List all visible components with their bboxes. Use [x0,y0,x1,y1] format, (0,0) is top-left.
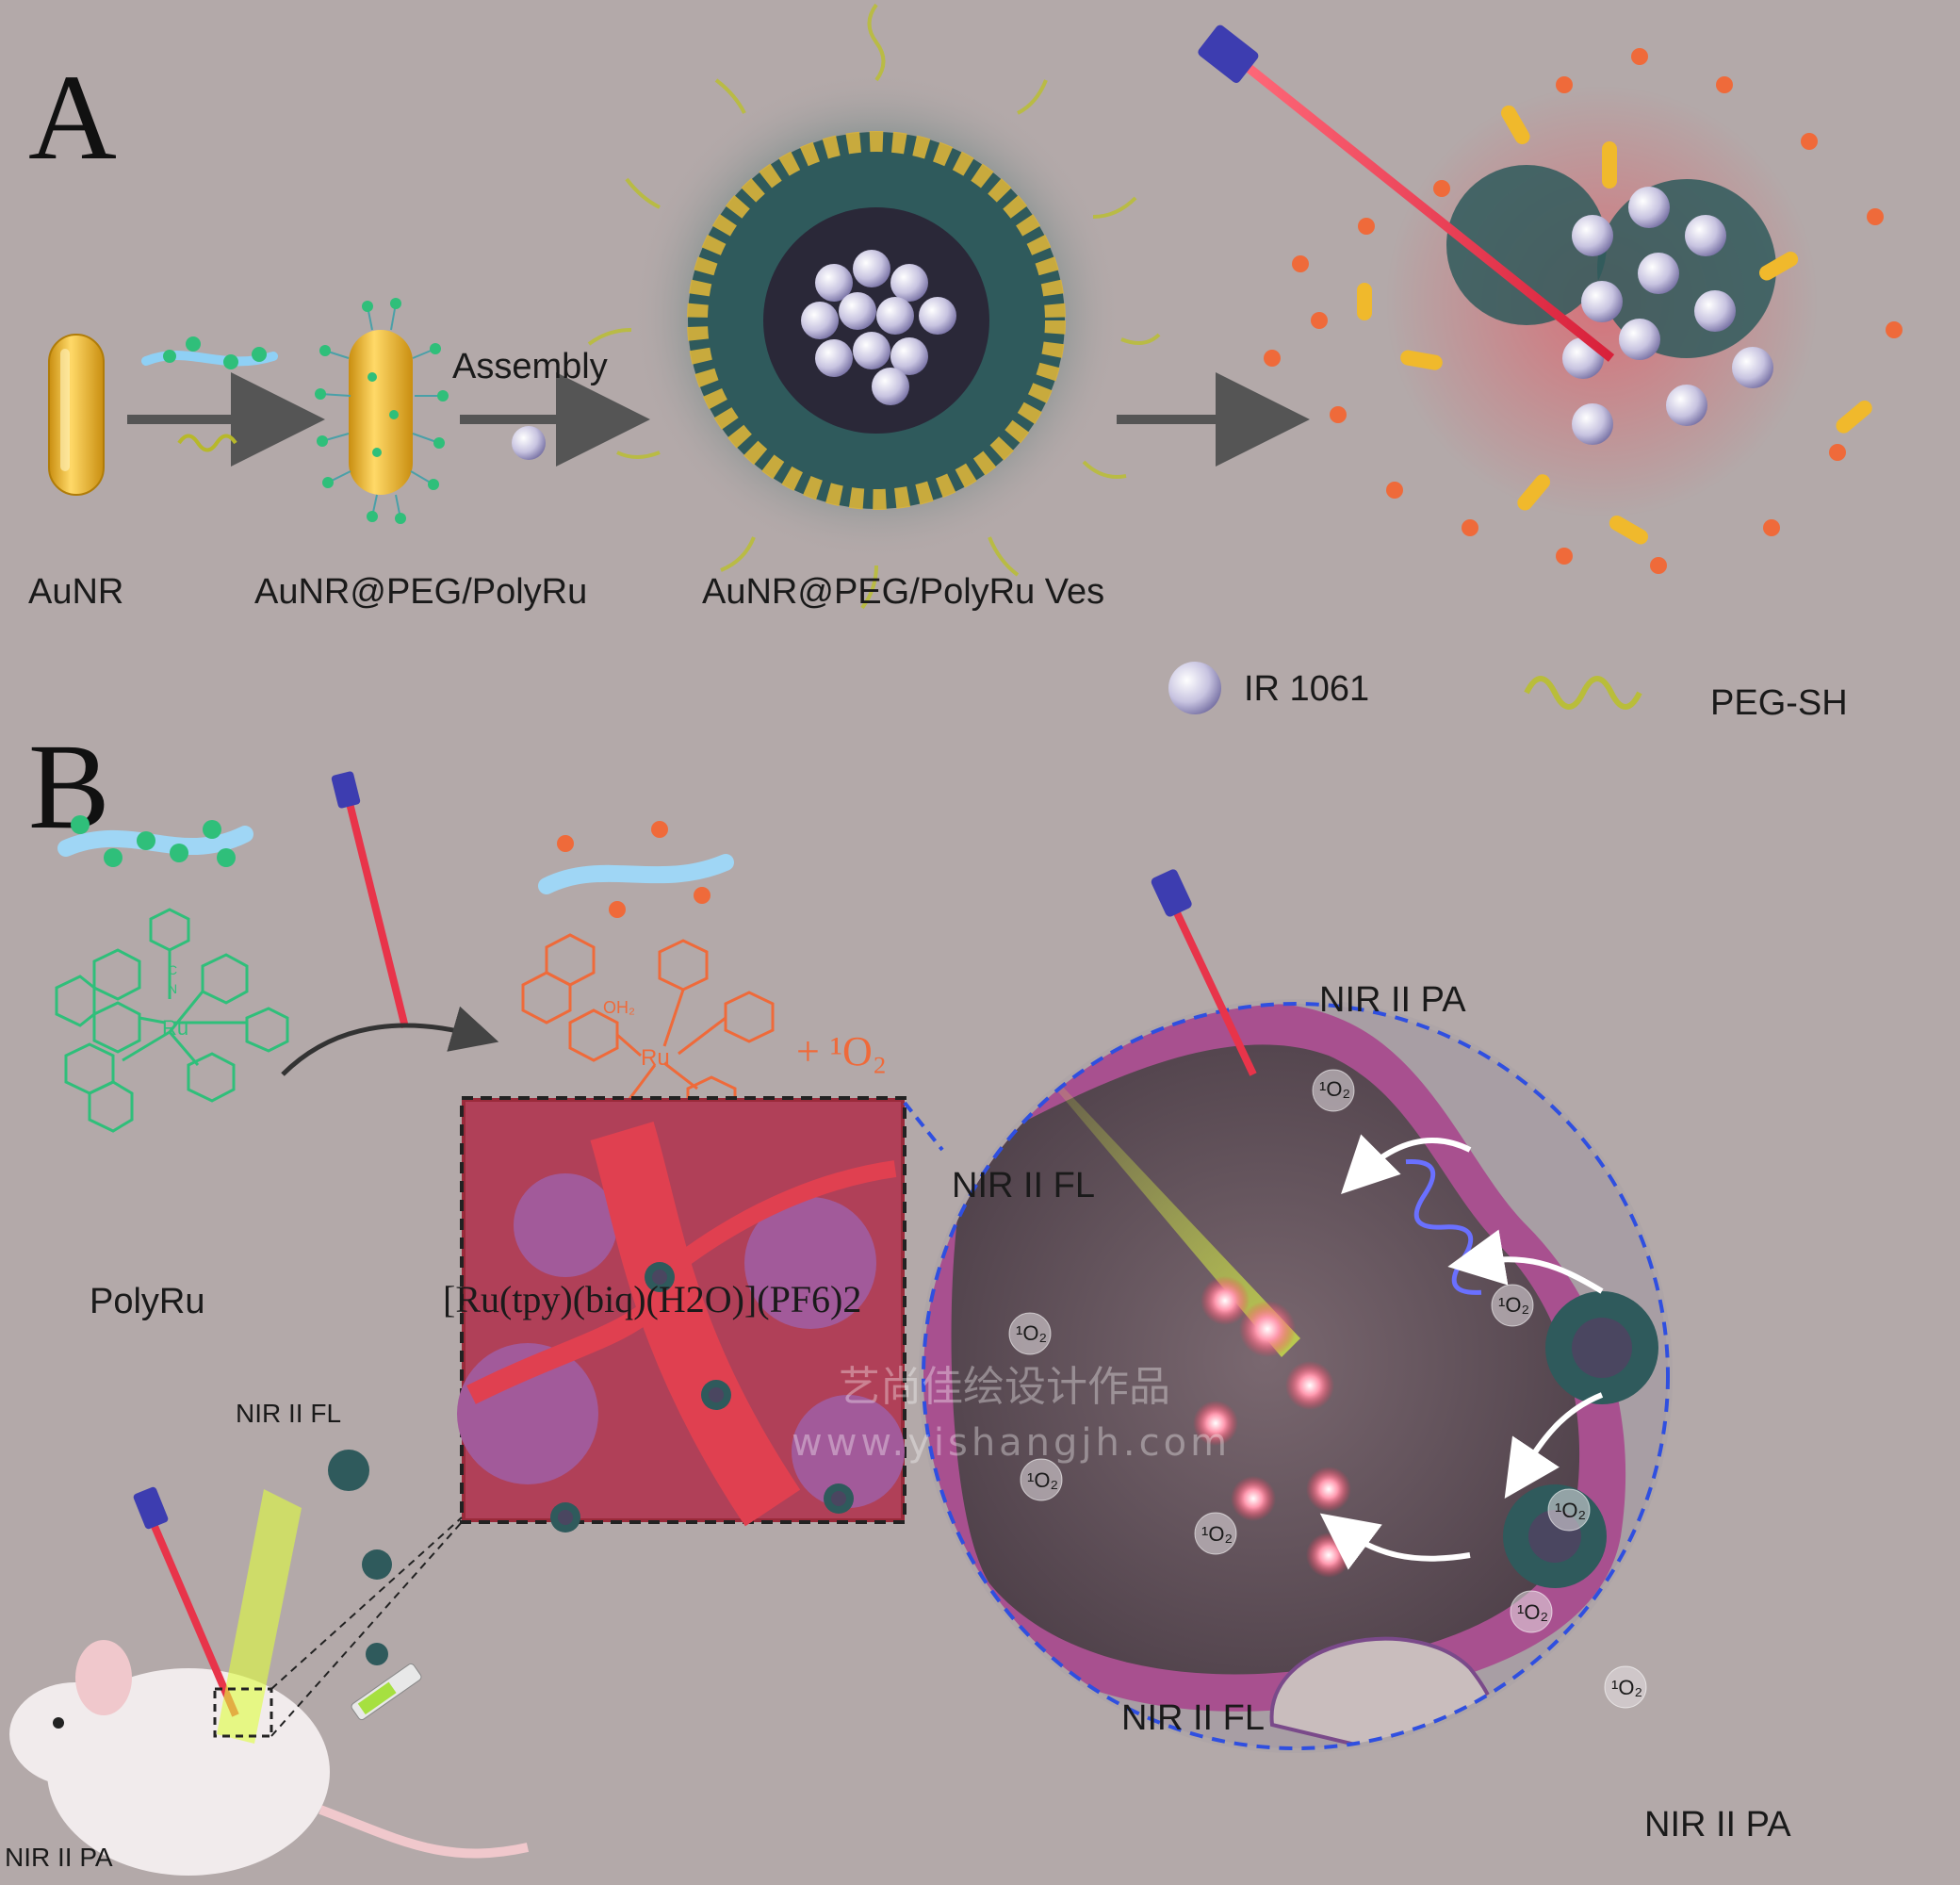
polyru-polymer-icon [57,815,253,867]
peg-sh-label: PEG-SH [1710,683,1848,723]
panel-a-illustration [48,3,1903,714]
o2-label: ¹O₂ [1498,1293,1529,1317]
ir1061-legend-icon [1168,662,1221,714]
mouse-icon [9,1640,530,1876]
o2-label: ¹O₂ [1611,1676,1642,1699]
tumor-vessel-inset [457,1102,905,1533]
svg-text:C: C [168,962,177,977]
mouse-nir-pa-label: NIR II PA [5,1843,113,1872]
aunr-label: AuNR [28,572,124,612]
cell-interior [923,1004,1668,1748]
vesicle-icon [587,3,1161,610]
reaction-arrow-2 [460,372,650,467]
ir1061-label: IR 1061 [1244,669,1370,709]
reaction-arrow-1 [127,336,325,467]
nir-fl-left-label: NIR II FL [952,1166,1096,1205]
laser-triggered-release-icon [1198,25,1903,574]
pegylated-nanorod-icon [315,298,449,524]
circulating-vesicles [328,1450,392,1665]
nir-fl-bottom-label: NIR II FL [1121,1698,1266,1738]
svg-text:N: N [168,981,177,996]
vesicle-label: AuNR@PEG/PolyRu Ves [702,572,1105,612]
o2-label: ¹O₂ [1016,1321,1047,1345]
product-formula: [Ru(tpy)(biq)(H2O)](PF6)2 [443,1278,862,1320]
o2-label: ¹O₂ [1555,1499,1586,1522]
polyru-structure [55,908,289,1133]
panel-b-letter: B [28,719,110,855]
nir-pa-bottom-label: NIR II PA [1644,1805,1791,1844]
assembly-label: Assembly [452,347,608,386]
syringe-icon [351,1663,422,1721]
singlet-oxygen-product: + ¹O₂ [796,1028,888,1074]
svg-text:OH₂: OH₂ [603,998,635,1017]
o2-label: ¹O₂ [1517,1600,1548,1624]
panel-a-letter: A [28,50,117,186]
laser-icon-cell [1151,869,1257,1076]
photo-release-arrow [281,1006,499,1076]
svg-text:Ru: Ru [641,1045,670,1071]
nir-pa-top-label: NIR II PA [1319,980,1466,1020]
o2-label: ¹O₂ [1319,1077,1350,1101]
svg-text:Ru: Ru [162,1016,188,1040]
o2-label: ¹O₂ [1027,1468,1058,1492]
released-polymer-icon [538,821,734,918]
laser-icon-b [331,771,409,1028]
dashed-zoom-outline [922,1002,1670,1750]
gold-nanorod-icon [48,334,105,496]
peg-sh-legend-icon [1524,676,1642,710]
watermark-line1: 艺尚佳绘设计作品 [839,1363,1170,1411]
aunr-peg-label: AuNR@PEG/PolyRu [254,572,588,612]
o2-label: ¹O₂ [1201,1522,1233,1546]
watermark-line2: www.yishangjh.com [792,1421,1232,1465]
polyru-label: PolyRu [90,1282,205,1321]
mouse-laser-icon [133,1486,239,1717]
mouse-fl-beam [217,1489,302,1744]
panel-b-illustration: Ru C N Ru OH₂ [9,771,1673,1876]
mouse-nir-fl-label: NIR II FL [236,1399,342,1428]
mouse-region-box [213,1687,273,1738]
